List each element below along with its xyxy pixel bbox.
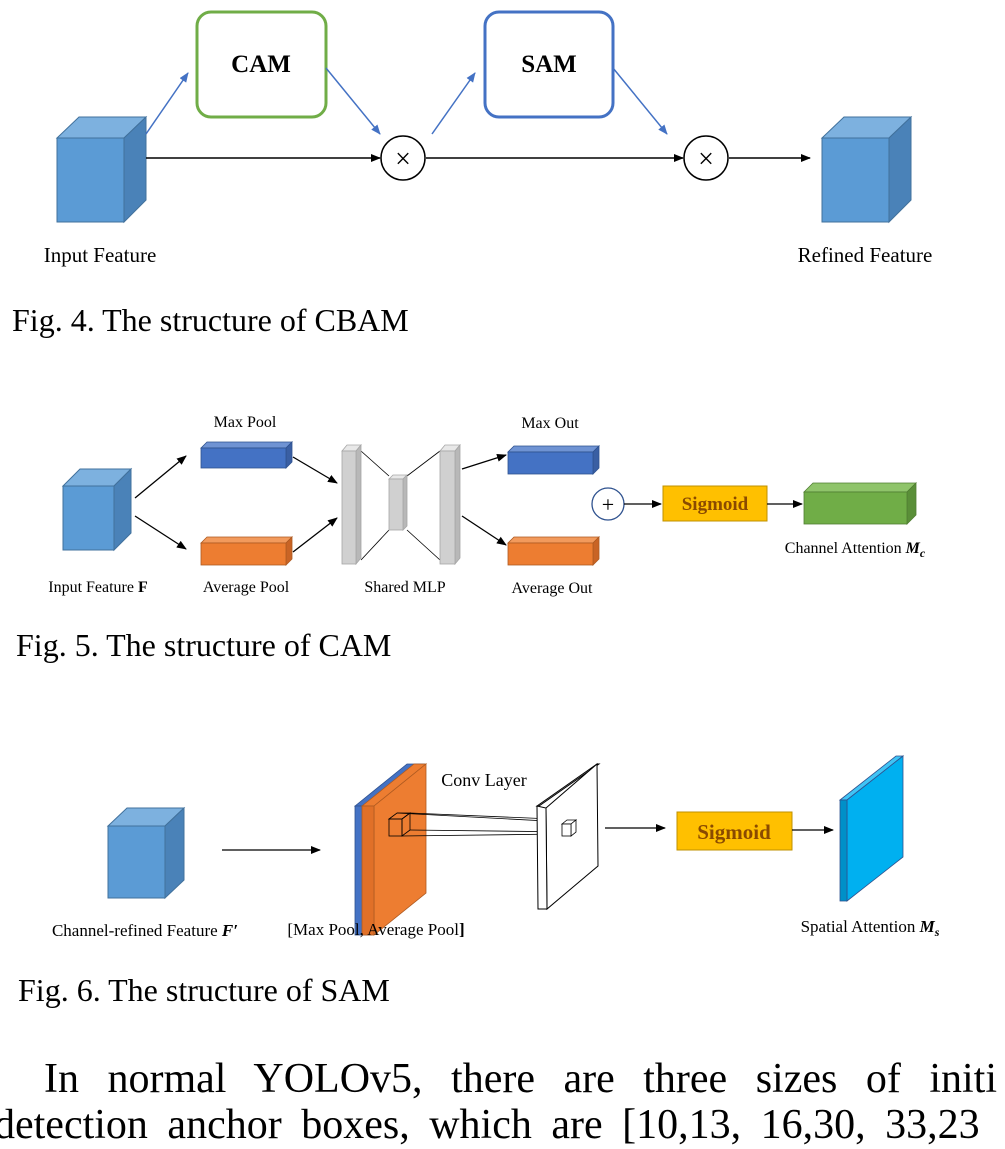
fig4-arrow-cam-to-mult1 <box>325 67 381 135</box>
fig4-multiply-1 <box>380 135 426 181</box>
fig5-maxout-label: Max Out <box>521 415 579 432</box>
fig5-arrow-to-maxpool <box>134 455 187 499</box>
fig6-conv-layer <box>396 762 601 911</box>
fig5-maxpool-bar <box>200 441 293 469</box>
fig4-output-cube <box>820 115 913 224</box>
fig5-arrow-avgpool-to-mlp <box>292 517 338 553</box>
fig4-multiply-2-symbol: × <box>698 144 714 175</box>
fig4-output-label: Refined Feature <box>798 243 933 267</box>
fig5-input-cube <box>61 467 133 552</box>
fig5-avgout-label: Average Out <box>512 580 594 597</box>
fig5-shared-mlp <box>341 443 461 566</box>
fig6-output-plane <box>838 755 905 902</box>
fig5-avgout-bar <box>507 536 600 566</box>
fig5-sigmoid-label: Sigmoid <box>682 494 749 515</box>
fig5-maxout-bar <box>507 445 600 475</box>
fig6-input-cube <box>106 806 186 900</box>
fig5-avgpool-bar <box>200 536 293 566</box>
fig5-arrow-to-avgpool <box>134 515 187 550</box>
fig4-cam-label: CAM <box>231 51 291 78</box>
fig4-input-label: Input Feature <box>44 243 157 267</box>
fig5-shared-mlp-label: Shared MLP <box>364 579 445 596</box>
fig4-arrow-sam-to-mult2 <box>612 67 668 135</box>
fig6-concat-label: [Max Pool, Average Pool] <box>287 920 464 939</box>
fig6-diagram: Channel-refined Feature F′ [Max Pool, Av… <box>52 755 940 940</box>
fig4-multiply-1-symbol: × <box>395 144 411 175</box>
paragraph-line-1: In normal YOLOv5, there are three sizes … <box>44 1056 997 1102</box>
fig4-input-cube <box>55 115 148 224</box>
fig5-arrow-maxpool-to-mlp <box>292 456 338 484</box>
fig6-concat-feature <box>353 763 428 936</box>
fig6-sigmoid-label: Sigmoid <box>697 820 771 844</box>
fig6-sigmoid-box <box>676 811 793 851</box>
fig5-sigmoid-box <box>662 485 768 522</box>
fig6-caption: Fig. 6. The structure of SAM <box>18 972 390 1008</box>
fig4-caption: Fig. 4. The structure of CBAM <box>12 302 409 338</box>
fig5-output-bar <box>803 482 917 525</box>
fig4-arrow-mult1-to-sam <box>431 72 476 135</box>
fig6-conv-label: Conv Layer <box>441 770 526 790</box>
paragraph-line-2: detection anchor boxes, which are [10,13… <box>0 1102 980 1148</box>
fig5-caption: Fig. 5. The structure of CAM <box>16 627 391 663</box>
fig5-plus-symbol: + <box>602 492 614 517</box>
fig4-multiply-2 <box>683 135 729 181</box>
fig6-output-label: Spatial Attention Ms <box>801 917 940 939</box>
fig4-sam-box <box>483 10 615 119</box>
fig4-diagram: CAM SAM × × Input Feature Refined Featur… <box>44 10 933 267</box>
fig5-output-label: Channel Attention Mc <box>785 540 926 560</box>
fig5-arrow-mlp-to-maxout <box>461 453 507 470</box>
fig4-arrow-input-to-cam <box>145 72 189 135</box>
fig5-maxpool-label: Max Pool <box>214 414 277 431</box>
fig5-arrow-mlp-to-avgout <box>461 515 507 546</box>
fig4-cam-box <box>195 10 328 119</box>
fig6-input-label: Channel-refined Feature F′ <box>52 921 238 940</box>
fig4-sam-label: SAM <box>521 51 577 78</box>
fig5-input-label: Input Feature F <box>48 579 148 596</box>
fig5-diagram: Input Feature F Max Pool Average Pool <box>48 414 926 597</box>
fig5-avgpool-label: Average Pool <box>203 579 290 596</box>
figure-canvas: CAM SAM × × Input Feature Refined Featur… <box>12 10 940 1008</box>
